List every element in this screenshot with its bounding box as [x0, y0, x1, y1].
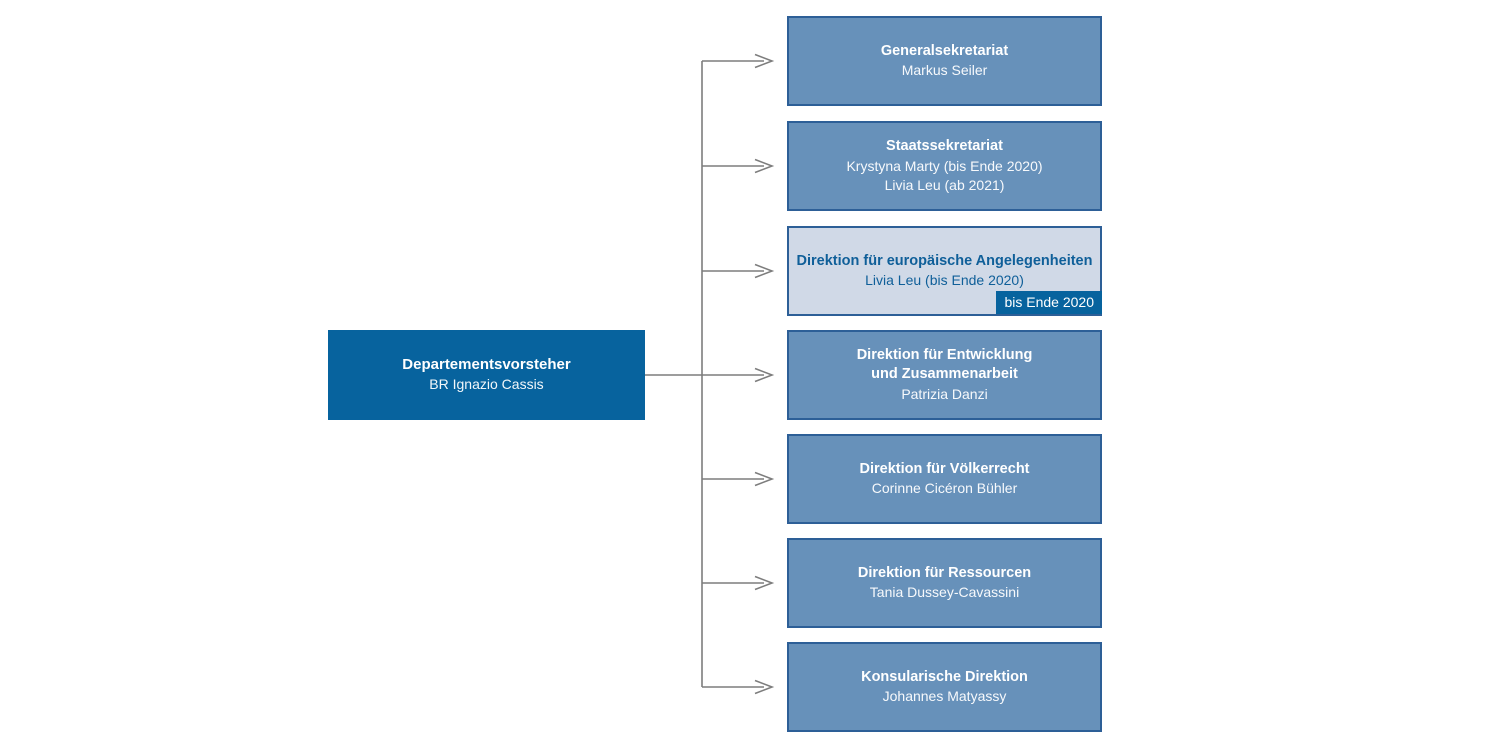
unit-box-konsularische-direktion: Konsularische Direktion Johannes Matyass… [787, 642, 1102, 732]
unit-title: Direktion für europäische Angelegenheite… [796, 252, 1093, 269]
unit-box-staatssekretariat: Staatssekretariat Krystyna Marty (bis En… [787, 121, 1102, 211]
arrowhead-icon [754, 471, 775, 487]
unit-box-direktion-europaeische-angelegenheiten: Direktion für europäische Angelegenheite… [787, 226, 1102, 316]
unit-person: Tania Dussey-Cavassini [869, 584, 1020, 601]
arrowhead-icon [754, 679, 775, 695]
unit-person: Livia Leu (bis Ende 2020) [865, 272, 1024, 289]
unit-title: Staatssekretariat [886, 138, 1003, 155]
department-head-title: Departementsvorsteher [402, 356, 571, 374]
unit-person: Krystyna Marty (bis Ende 2020) [846, 157, 1043, 174]
unit-title: Direktion für Ressourcen [857, 564, 1032, 581]
unit-person: Patrizia Danzi [901, 385, 988, 402]
unit-title: Direktion für Völkerrecht [859, 460, 1030, 477]
department-head-box: Departementsvorsteher BR Ignazio Cassis [328, 330, 645, 420]
arrowhead-icon [754, 158, 775, 174]
unit-person: Markus Seiler [901, 62, 988, 79]
unit-person: Livia Leu (ab 2021) [884, 176, 1005, 193]
arrowhead-icon [754, 53, 775, 69]
validity-badge: bis Ende 2020 [996, 291, 1102, 314]
unit-person: Johannes Matyassy [882, 688, 1007, 705]
department-head-person: BR Ignazio Cassis [429, 376, 544, 393]
unit-title: Direktion für Entwicklung und Zusammenar… [856, 347, 1033, 383]
unit-title: Konsularische Direktion [861, 668, 1028, 685]
arrowhead-icon [754, 367, 775, 383]
unit-box-generalsekretariat: Generalsekretariat Markus Seiler [787, 16, 1102, 106]
arrowhead-icon [754, 263, 775, 279]
arrowhead-icon [754, 575, 775, 591]
unit-box-direktion-voelkerrecht: Direktion für Völkerrecht Corinne Cicéro… [787, 434, 1102, 524]
unit-title: Generalsekretariat [880, 42, 1009, 59]
unit-box-direktion-entwicklung-zusammenarbeit: Direktion für Entwicklung und Zusammenar… [787, 330, 1102, 420]
unit-box-direktion-ressourcen: Direktion für Ressourcen Tania Dussey-Ca… [787, 538, 1102, 628]
unit-person: Corinne Cicéron Bühler [871, 480, 1018, 497]
